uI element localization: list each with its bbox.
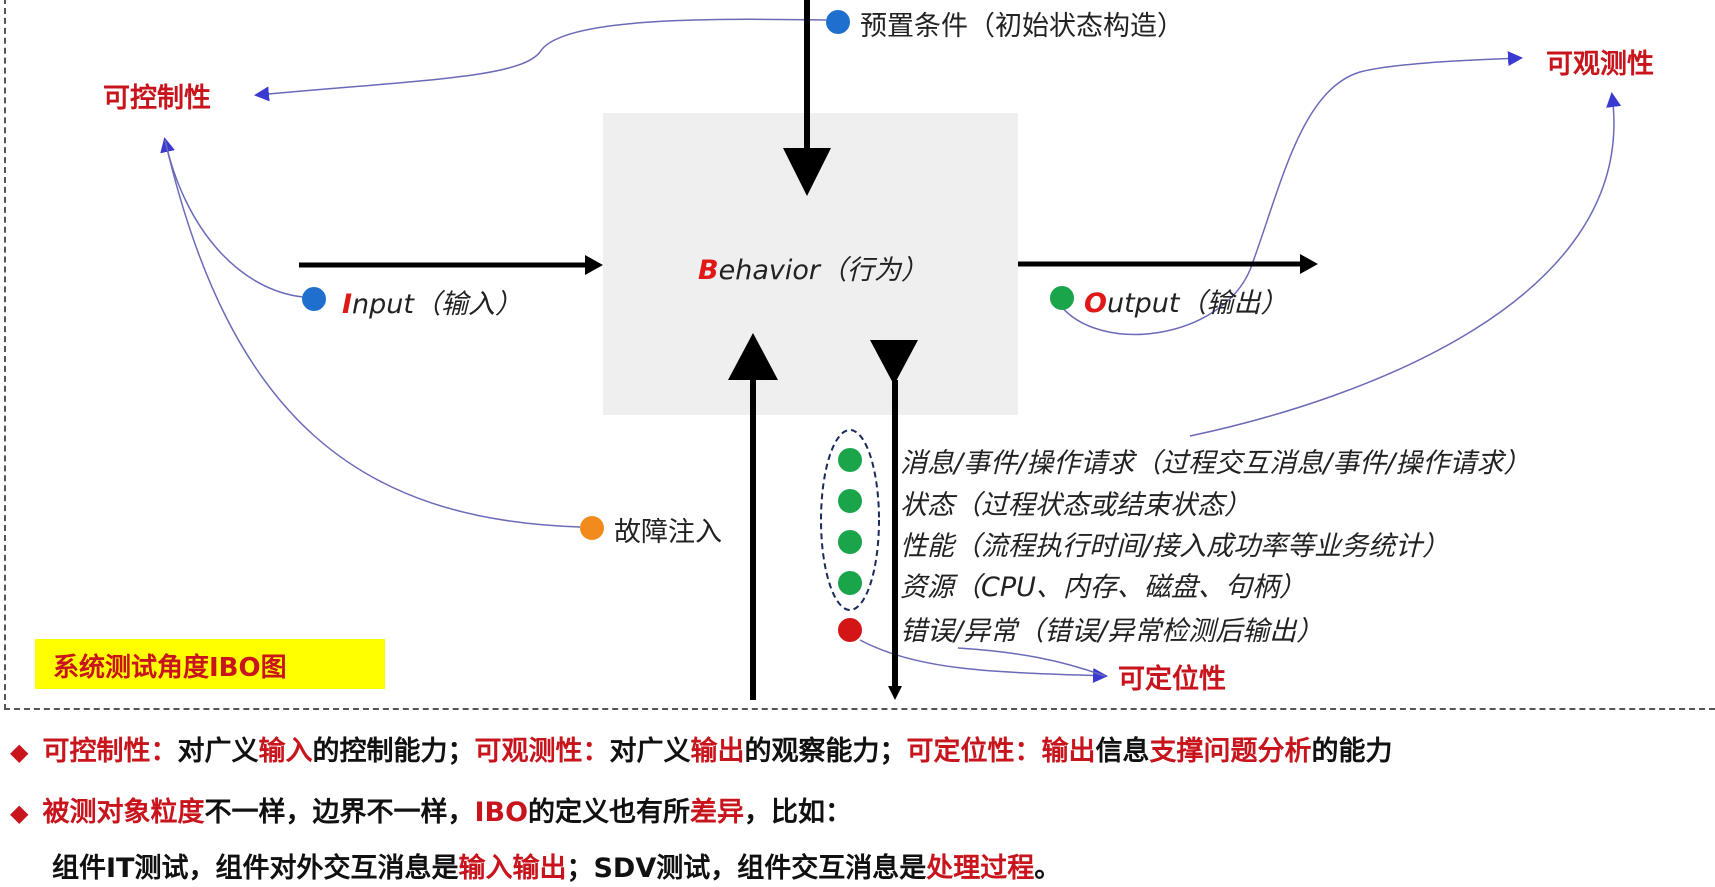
output-item-error: 错误/异常（错误/异常检测后输出） — [900, 616, 1324, 647]
controllability-label: 可控制性 — [103, 83, 211, 114]
down-arrowhead — [870, 340, 918, 385]
error-dot — [838, 618, 862, 642]
note-line-1: ◆可控制性：对广义输入的控制能力；可观测性：对广义输出的观察能力；可定位性：输出… — [10, 736, 1393, 767]
message-dot — [838, 448, 862, 472]
output-item-message: 消息/事件/操作请求（过程交互消息/事件/操作请求） — [900, 448, 1531, 479]
caption-text: 系统测试角度IBO图 — [53, 653, 287, 683]
note-line-2: ◆被测对象粒度不一样，边界不一样，IBO的定义也有所差异，比如： — [10, 797, 853, 828]
output-label: Output（输出） — [1084, 281, 1288, 320]
input-letter: I — [342, 289, 353, 320]
output-letter: O — [1084, 288, 1107, 319]
state-dot — [838, 489, 862, 513]
diamond-bullet-icon: ◆ — [10, 738, 29, 766]
input-dot — [302, 287, 326, 311]
precondition-to-controllability-curve — [254, 18, 827, 102]
precondition-label: 预置条件（初始状态构造） — [860, 11, 1184, 42]
fault-up-arrowhead — [728, 333, 778, 380]
precondition-dot — [826, 10, 850, 34]
input-text: nput（输入） — [352, 289, 522, 320]
note-line-3: 组件IT测试，组件对外交互消息是输入输出；SDV测试，组件交互消息是处理过程。 — [52, 853, 1062, 884]
outputs-to-observability-curve — [1189, 92, 1622, 437]
output-text: utput（输出） — [1106, 288, 1288, 319]
observability-label: 可观测性 — [1546, 49, 1654, 80]
input-to-controllability-curve — [160, 137, 304, 298]
output-item-performance: 性能（流程执行时间/接入成功率等业务统计） — [900, 531, 1450, 562]
diagram-frame — [4, 0, 1715, 710]
error-to-locatability-curve — [859, 639, 1108, 684]
outputs-to-locatability-curve — [957, 647, 1106, 677]
precondition-arrowhead — [783, 148, 831, 196]
input-arrowhead — [585, 255, 603, 275]
fault-injection-label: 故障注入 — [614, 517, 722, 548]
behavior-letter: B — [698, 255, 719, 286]
output-arrowhead — [1300, 254, 1318, 274]
behavior-text: ehavior（行为） — [718, 255, 928, 286]
fault-injection-dot — [580, 516, 604, 540]
output-item-resource: 资源（CPU、内存、磁盘、句柄） — [900, 572, 1306, 603]
output-dot — [1050, 286, 1074, 310]
input-label: Input（输入） — [342, 282, 522, 321]
performance-dot — [838, 530, 862, 554]
down-arrow-tip — [888, 686, 902, 700]
outputs-group-ellipse — [820, 429, 880, 611]
resource-dot — [838, 571, 862, 595]
behavior-label: Behavior（行为） — [698, 248, 928, 287]
fault-to-controllability-curve — [164, 139, 581, 528]
output-to-observability-curve — [1059, 51, 1523, 336]
diamond-bullet-icon: ◆ — [10, 799, 29, 827]
output-item-state: 状态（过程状态或结束状态） — [900, 490, 1251, 521]
locatability-label: 可定位性 — [1118, 664, 1226, 695]
caption-box: 系统测试角度IBO图 — [35, 639, 385, 689]
